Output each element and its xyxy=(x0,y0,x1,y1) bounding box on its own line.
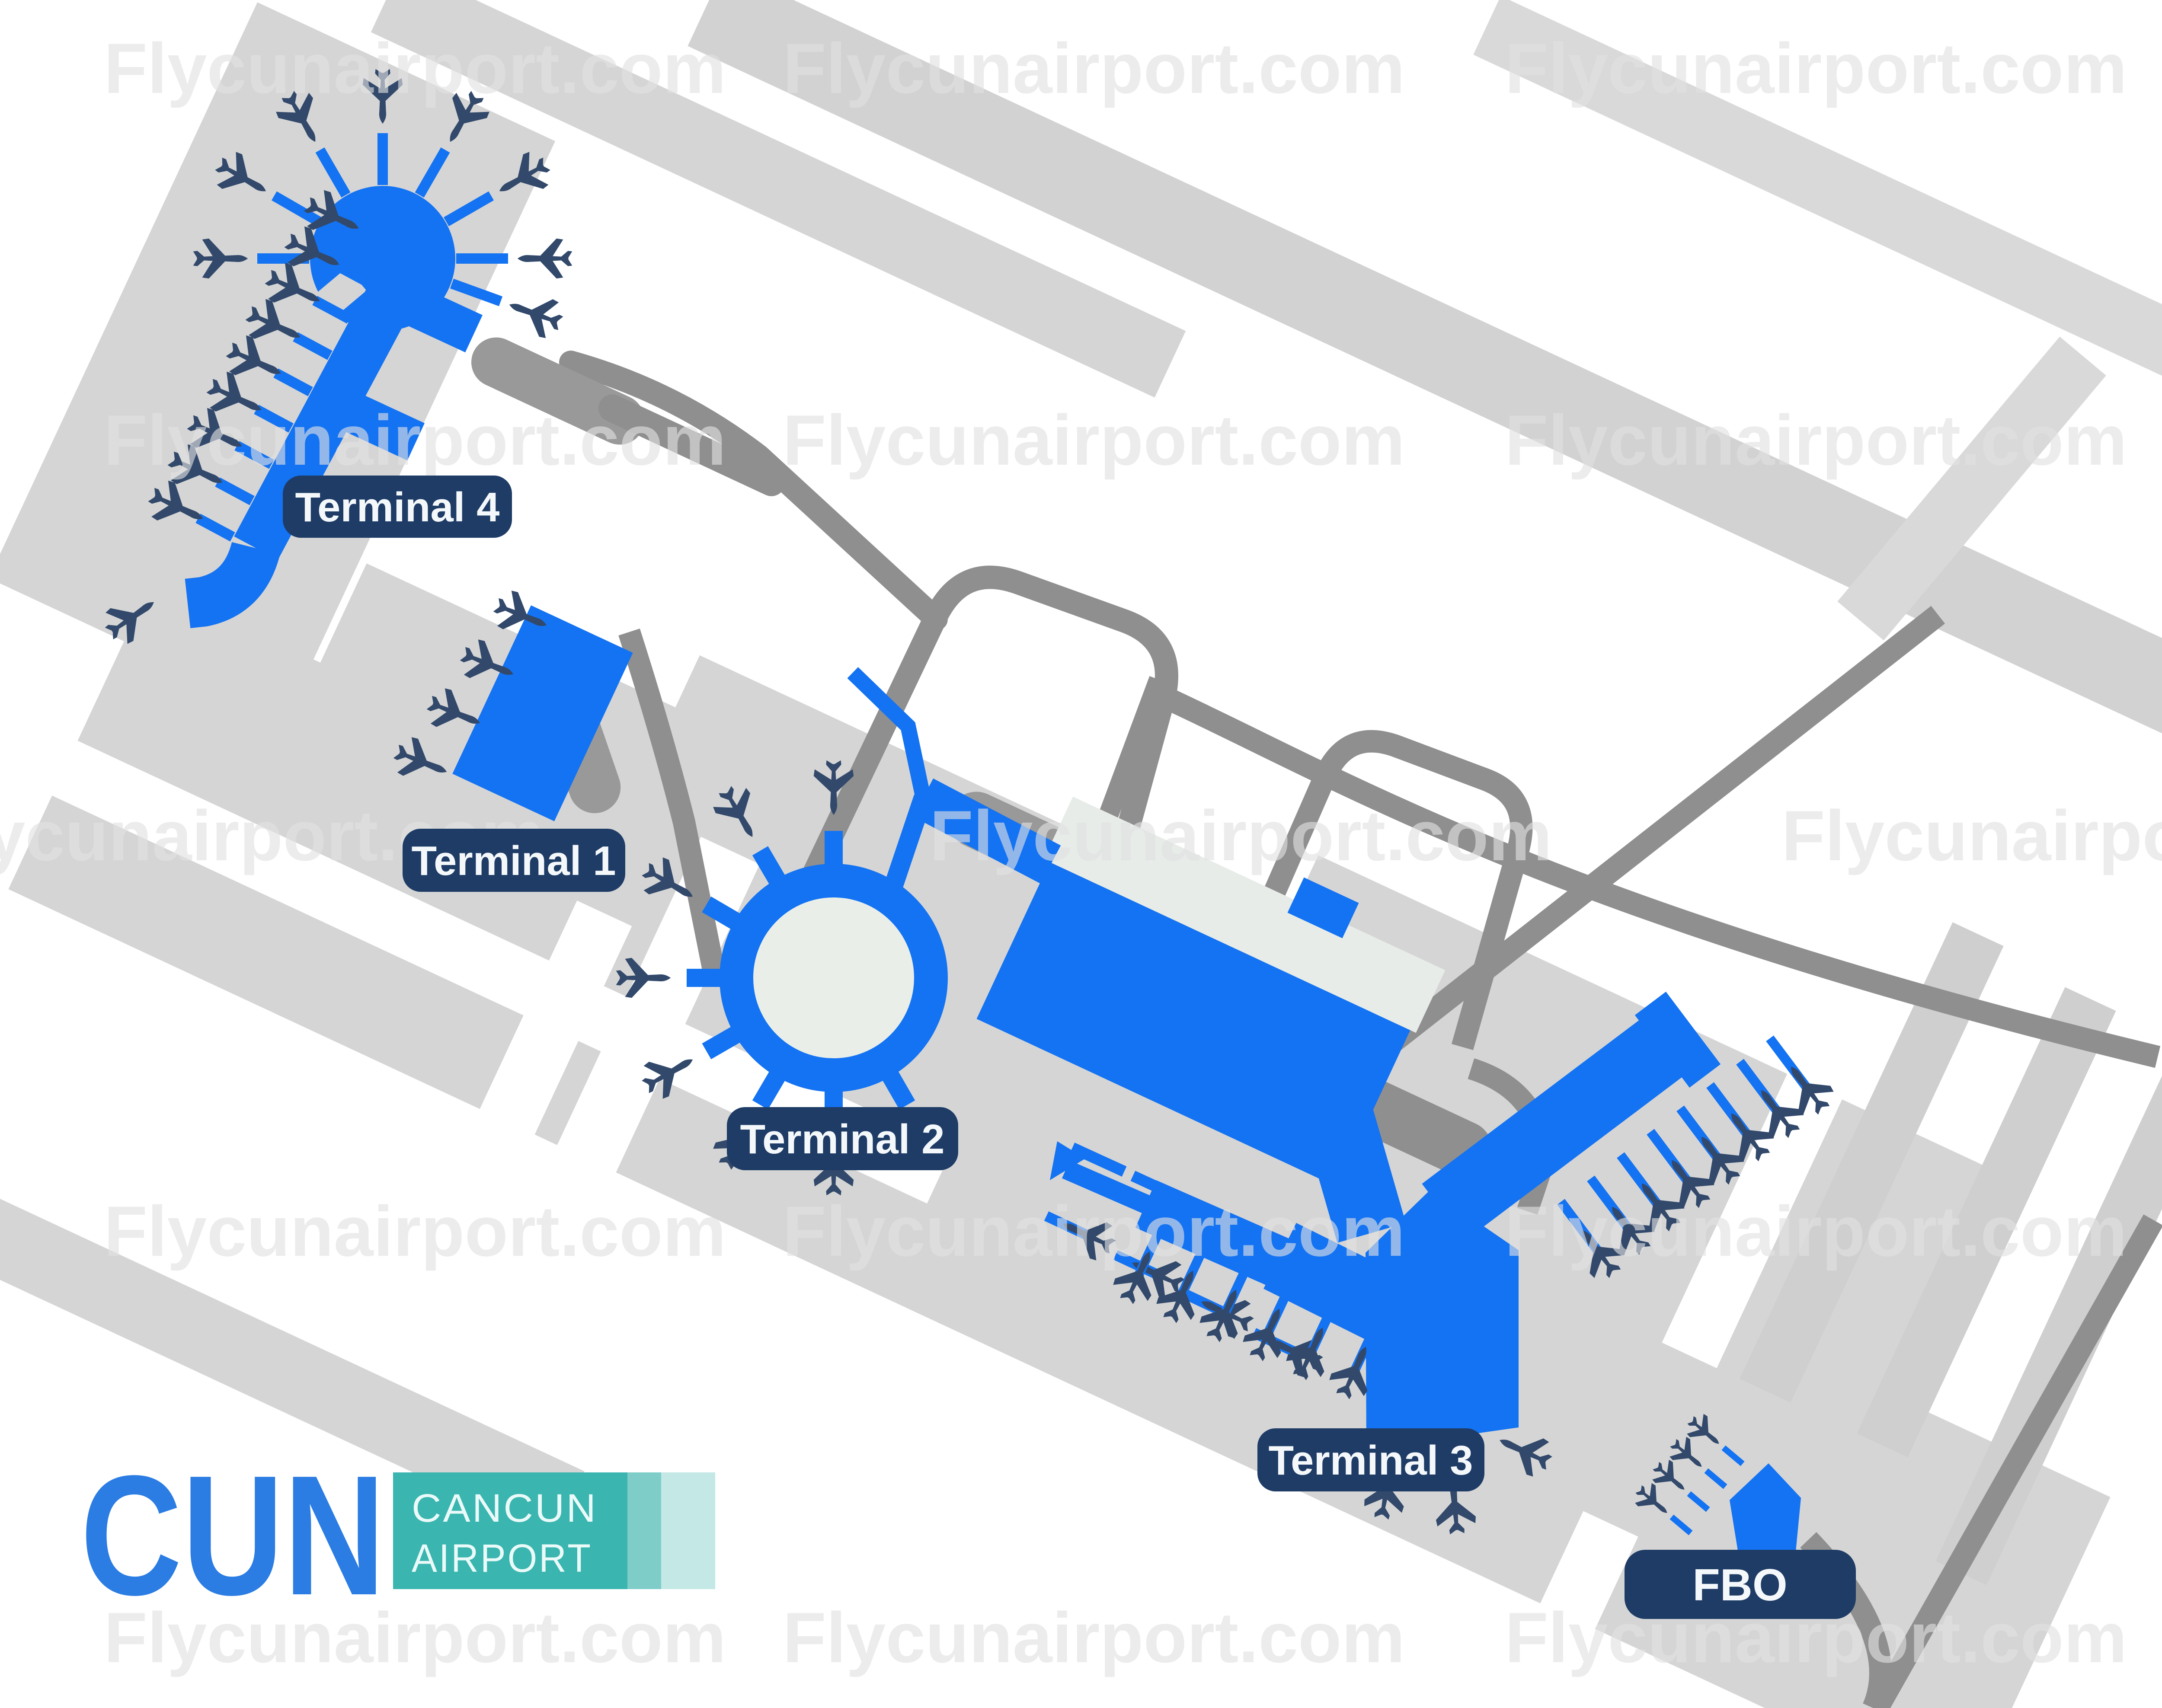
label-text: Terminal 1 xyxy=(411,838,616,884)
terminal2-connector xyxy=(847,667,931,799)
terminal4-label: Terminal 4 xyxy=(283,476,512,538)
watermark-text: Flycunairport.com xyxy=(104,29,726,108)
terminal2-mint-strip xyxy=(1043,796,1446,1033)
watermark-text: Flycunairport.com xyxy=(783,29,1405,108)
label-box xyxy=(403,829,625,892)
terminal4-building xyxy=(97,69,572,650)
watermark-text: Flycunairport.com xyxy=(104,400,726,480)
label-text: Terminal 3 xyxy=(1268,1437,1473,1484)
terminal3-building xyxy=(1050,992,1840,1536)
label-box xyxy=(1257,1428,1484,1491)
terminal1-block xyxy=(452,605,633,821)
taxiway-band xyxy=(0,1142,585,1538)
logo-box xyxy=(393,1472,627,1589)
label-text: Terminal 4 xyxy=(295,484,499,530)
curbside-bar xyxy=(471,337,645,445)
cun-logo: CUN CANCUN AIRPORT xyxy=(80,1440,715,1631)
terminal2-corridor xyxy=(913,778,1061,884)
runways xyxy=(371,0,2162,759)
watermark-text: Flycunairport.com xyxy=(783,1598,1405,1677)
terminal3-corridor xyxy=(1289,1058,1406,1243)
watermark-text: Flycunairport.com xyxy=(1781,796,2162,875)
road xyxy=(1868,1214,2162,1708)
apron-gap xyxy=(449,900,632,1200)
logo-name-line1: CANCUN xyxy=(412,1486,598,1530)
road xyxy=(559,351,948,631)
terminal3-thin-arm xyxy=(1062,1160,1154,1215)
taxiway-band xyxy=(371,0,1186,398)
watermark-text: Flycunairport.com xyxy=(104,1191,726,1271)
terminal2-label: Terminal 2 xyxy=(727,1107,958,1170)
taxiway-stripe xyxy=(1715,922,2004,1456)
watermark-text: Flycunairport.com xyxy=(1505,1191,2127,1271)
road xyxy=(1159,686,2161,1068)
jet-bridges xyxy=(195,133,508,542)
terminal3-arm-tip xyxy=(1050,1141,1085,1180)
terminal2-pier-mark xyxy=(1070,1143,1127,1177)
apron-gap xyxy=(0,913,748,1378)
watermark-text: Flycunairport.com xyxy=(1505,400,2127,480)
taxiway-stripe xyxy=(1935,1052,2162,1585)
terminal4-apron xyxy=(0,2,556,717)
terminal1-building xyxy=(388,586,633,821)
road-loop xyxy=(799,565,1178,938)
label-box xyxy=(727,1107,958,1170)
terminal3-label: Terminal 3 xyxy=(1257,1428,1484,1491)
road-loop xyxy=(1223,730,1533,1050)
logo-stripe xyxy=(627,1472,661,1589)
watermark-text: Flycunairport.com xyxy=(104,1598,726,1677)
taxiway-stripe xyxy=(1827,987,2116,1520)
jet-bridges xyxy=(1669,1445,1745,1536)
terminal4-arm xyxy=(383,277,483,353)
watermark-text: Flycunairport.com xyxy=(783,400,1405,480)
label-text: Terminal 2 xyxy=(740,1116,944,1162)
terminal-labels: Terminal 4 Terminal 1 Terminal 2 Termina… xyxy=(283,476,1856,1619)
terminal4-foot xyxy=(185,541,280,629)
watermarks: Flycunairport.com Flycunairport.com Flyc… xyxy=(0,29,2162,1677)
terminal3-junction xyxy=(1366,1190,1519,1449)
terminal4-arm xyxy=(325,385,425,461)
runway-band xyxy=(688,0,2162,759)
label-text: FBO xyxy=(1692,1560,1788,1610)
terminal2-satellite-ring xyxy=(720,864,948,1092)
terminal2-stub xyxy=(1287,877,1359,939)
runway-connector xyxy=(1837,336,2106,641)
curbside-bar xyxy=(598,394,785,496)
label-box xyxy=(283,476,512,538)
label-box xyxy=(1625,1550,1856,1619)
logo-code: CUN xyxy=(80,1440,385,1631)
logo-name-line2: AIRPORT xyxy=(412,1536,592,1580)
road xyxy=(618,629,726,976)
watermark-text: Flycunairport.com xyxy=(1505,29,2127,108)
terminal1-label: Terminal 1 xyxy=(403,829,625,892)
watermark-text: Flycunairport.com xyxy=(930,796,1552,875)
terminal3-pier-cap xyxy=(1634,992,1721,1088)
fbo-label: FBO xyxy=(1625,1550,1856,1619)
road xyxy=(1091,676,1168,840)
runway-band xyxy=(1473,0,2162,402)
logo-stripe xyxy=(661,1472,715,1589)
watermark-text: Flycunairport.com xyxy=(783,1191,1405,1271)
terminal4-spine xyxy=(234,248,432,560)
terminal3-pier xyxy=(1422,1007,1700,1241)
